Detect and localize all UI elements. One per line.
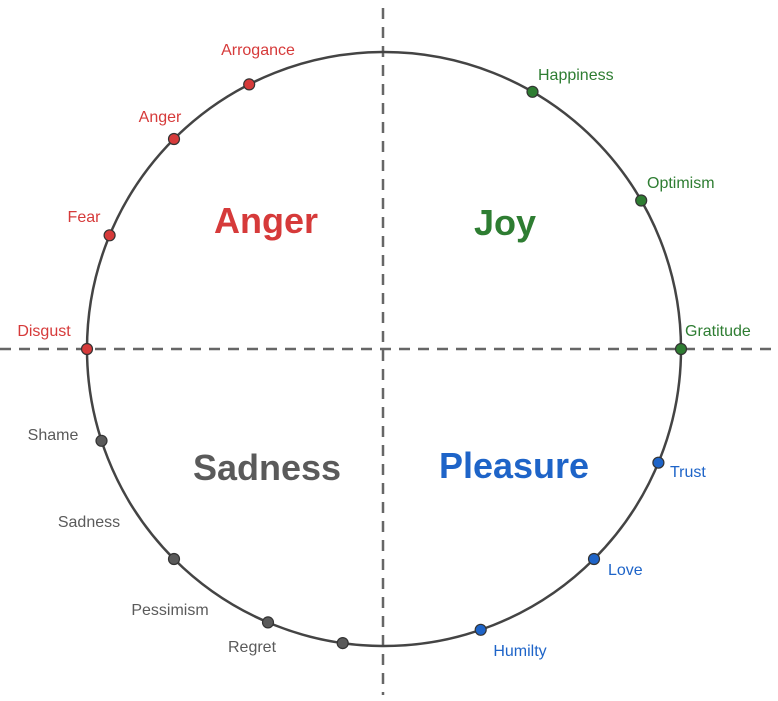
- point-marker-trust: [652, 456, 665, 469]
- point-label-love: Love: [608, 562, 643, 579]
- point-label-fear: Fear: [68, 209, 102, 226]
- point-marker-arrogance: [243, 78, 256, 91]
- point-label-happiness: Happiness: [538, 67, 614, 84]
- point-label-pessimism: Pessimism: [131, 602, 208, 619]
- point-marker-anger: [167, 132, 181, 146]
- point-marker-love: [587, 552, 601, 566]
- point-marker-pessimism: [261, 616, 275, 629]
- point-marker-sadness: [167, 552, 181, 566]
- quadrant-label-pleasure: Pleasure: [439, 445, 589, 486]
- quadrant-label-joy: Joy: [474, 202, 536, 243]
- point-label-regret: Regret: [228, 639, 277, 656]
- point-marker-happiness: [526, 85, 539, 98]
- point-label-disgust: Disgust: [17, 323, 71, 340]
- point-label-gratitude: Gratitude: [685, 323, 751, 340]
- point-marker-disgust: [80, 342, 94, 356]
- point-marker-gratitude: [674, 342, 688, 356]
- point-label-arrogance: Arrogance: [221, 42, 295, 59]
- point-marker-regret: [336, 636, 349, 650]
- emotion-points: ArroganceAngerFearDisgustHappinessOptimi…: [17, 42, 751, 660]
- point-label-humilty: Humilty: [493, 643, 546, 660]
- point-label-trust: Trust: [670, 464, 706, 481]
- point-marker-shame: [95, 434, 108, 447]
- point-marker-fear: [103, 229, 116, 242]
- point-marker-humilty: [474, 623, 487, 636]
- point-label-optimism: Optimism: [647, 175, 715, 192]
- point-label-anger: Anger: [139, 109, 182, 126]
- quadrant-label-anger: Anger: [214, 200, 318, 241]
- quadrant-label-sadness: Sadness: [193, 447, 341, 488]
- point-label-shame: Shame: [28, 427, 79, 444]
- point-marker-optimism: [635, 194, 648, 207]
- point-label-sadness: Sadness: [58, 514, 120, 531]
